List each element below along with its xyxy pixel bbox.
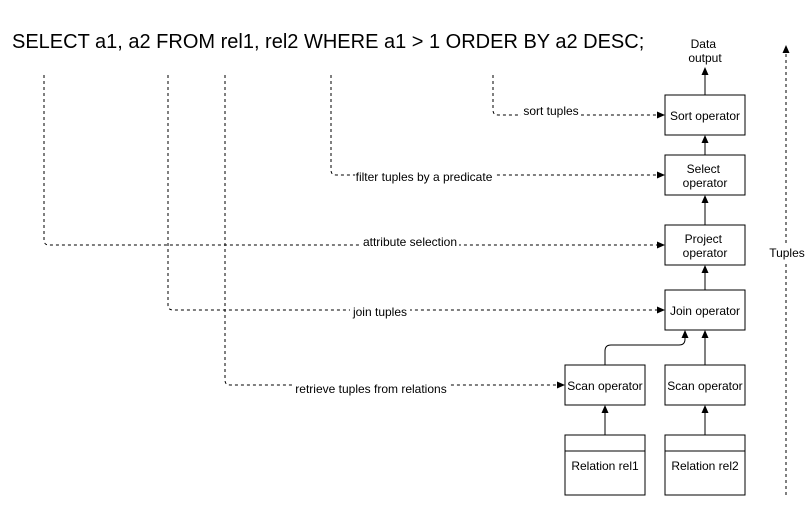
annotation-retrieve-tuples: retrieve tuples from relations <box>295 382 446 396</box>
annotation-filter-tuples: filter tuples by a predicate <box>356 170 493 184</box>
svg-text:Project operator: Project operator <box>683 232 728 260</box>
svg-text:Select operator: Select operator <box>683 162 728 190</box>
connector-from-to-scan <box>224 75 565 389</box>
svg-text:Join operator: Join operator <box>670 304 740 318</box>
svg-text:Sort operator: Sort operator <box>670 109 740 123</box>
arrow-scan1-to-join <box>604 330 689 365</box>
sql-query: SELECT a1, a2 FROM rel1, rel2 WHERE a1 >… <box>12 31 644 53</box>
sort-operator-box: Sort operator <box>664 94 746 136</box>
annotation-attribute-selection: attribute selection <box>363 235 457 249</box>
scan-operator-2-box: Scan operator <box>664 364 746 406</box>
join-operator-box: Join operator <box>664 289 746 331</box>
select-operator-box: Select operator <box>664 154 746 196</box>
project-operator-box: Project operator <box>664 224 746 266</box>
svg-text:Relation rel2: Relation rel2 <box>671 459 739 473</box>
svg-text:Scan operator: Scan operator <box>667 379 742 393</box>
connector-select-to-project <box>43 75 665 249</box>
annotation-sort-tuples: sort tuples <box>523 104 578 118</box>
annotation-join-tuples: join tuples <box>352 305 407 319</box>
relation-rel2-table: Relation rel2 <box>664 434 746 496</box>
svg-text:Scan operator: Scan operator <box>567 379 642 393</box>
scan-operator-1-box: Scan operator <box>564 364 646 406</box>
svg-text:Relation rel1: Relation rel1 <box>571 459 639 473</box>
data-output-label: Data output <box>688 37 722 65</box>
tuples-label: Tuples <box>769 246 805 260</box>
relation-rel1-table: Relation rel1 <box>564 434 646 496</box>
connector-from-to-join <box>167 75 665 314</box>
connector-where-to-select <box>330 75 665 179</box>
connector-order-by-to-sort <box>492 75 665 119</box>
